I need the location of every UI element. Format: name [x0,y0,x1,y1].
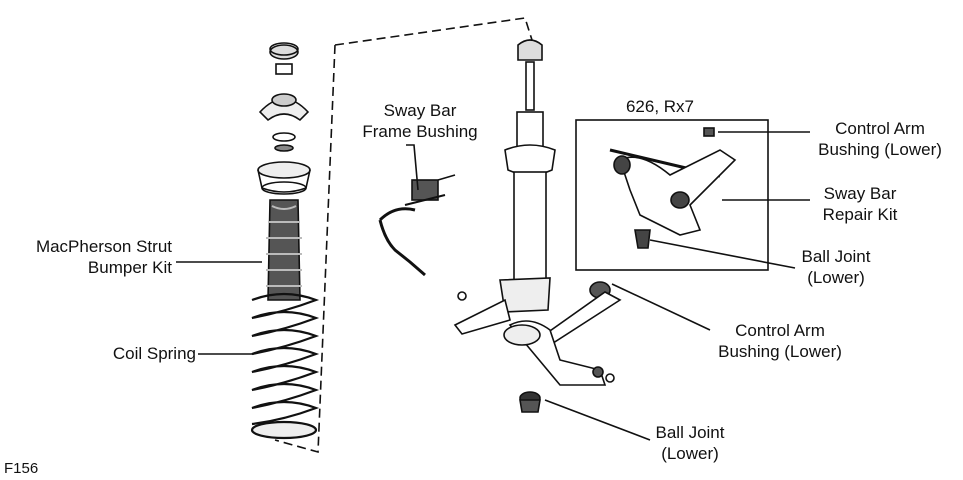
label-inset-sway-bar-kit: Sway Bar Repair Kit [822,184,898,224]
leader-sway-bar [406,144,419,191]
coil-spring [250,292,320,440]
strut-body [453,39,556,335]
assembly-bracket [274,17,533,454]
label-sway-bar-bushing: Sway Bar Frame Bushing [362,101,478,141]
label-control-arm-bushing: Control Arm Bushing (Lower) [718,321,842,361]
leader-ball-joint [544,399,651,441]
figure-code: F156 [4,460,39,477]
inset-box [575,119,769,271]
lower-control-arm [503,281,622,386]
strut-mount-stack [257,42,311,195]
label-strut-bumper: MacPherson Strut Bumper Kit [35,237,172,277]
label-inset-ball-joint: Ball Joint (Lower) [801,247,871,287]
label-ball-joint: Ball Joint (Lower) [655,423,725,463]
inset-title: 626, Rx7 [625,97,695,116]
leader-inset-ball [649,239,796,269]
ball-joint [519,391,541,413]
inset-control-arm [609,127,737,249]
sway-bar [378,174,467,301]
strut-bumper-boot [266,199,302,301]
label-coil-spring: Coil Spring [112,344,196,363]
label-inset-control-arm-bushing: Control Arm Bushing (Lower) [818,119,942,159]
leader-control-arm [611,283,711,331]
